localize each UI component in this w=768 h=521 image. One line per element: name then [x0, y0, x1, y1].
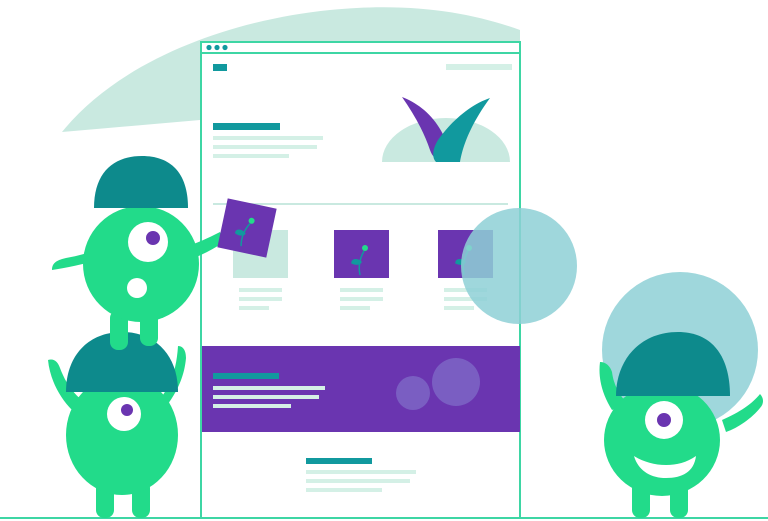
held-card	[217, 198, 277, 258]
site-logo	[213, 64, 227, 71]
monster-body	[604, 384, 720, 496]
monster-mouth	[127, 278, 147, 298]
card-text-line	[239, 288, 282, 292]
monster-pupil	[121, 404, 133, 416]
banner-text-line	[213, 395, 319, 399]
sprout-icon	[351, 245, 368, 276]
decorative-circle	[461, 208, 577, 324]
footer-title-line	[306, 458, 372, 464]
banner-text-line	[213, 404, 291, 408]
monster-arm	[48, 359, 84, 410]
monster-leg	[110, 310, 128, 350]
banner-circle-large	[432, 358, 480, 406]
card-text-line	[444, 297, 487, 301]
banner-title-line	[213, 373, 279, 379]
monster-top-left	[52, 156, 224, 350]
monster-pupil	[657, 413, 671, 427]
hero-title-line	[213, 123, 280, 130]
leaf-icon	[402, 97, 490, 162]
banner-circle-small	[396, 376, 430, 410]
hero-text-line	[213, 136, 323, 140]
hero-text-line	[213, 145, 317, 149]
monster-cap	[94, 156, 188, 208]
monster-right	[599, 272, 763, 518]
monster-cap	[66, 332, 178, 392]
card-text-line	[239, 297, 282, 301]
card-text-line	[340, 297, 383, 301]
monster-body	[66, 375, 178, 495]
monster-arm	[599, 362, 628, 410]
card-text-line	[444, 288, 487, 292]
footer-text-line	[306, 488, 382, 492]
card-image	[334, 230, 389, 278]
card-text-line	[444, 306, 474, 310]
footer-text-line	[306, 470, 416, 474]
banner-text-line	[213, 386, 325, 390]
monster-pupil	[146, 231, 160, 245]
monster-body	[83, 206, 199, 322]
background-blob	[62, 7, 520, 133]
three-dots-icon	[206, 44, 228, 51]
monster-bottom-left	[48, 332, 186, 518]
monster-arm	[722, 394, 763, 432]
monster-mouth	[634, 456, 696, 478]
monster-cap	[616, 332, 730, 396]
sprout-icon	[234, 217, 255, 247]
card-text-line	[340, 306, 370, 310]
card-text-line	[340, 288, 383, 292]
nav-bar-placeholder	[446, 64, 512, 70]
hero-text-line	[213, 154, 289, 158]
footer-text-line	[306, 479, 410, 483]
card-text-line	[239, 306, 269, 310]
